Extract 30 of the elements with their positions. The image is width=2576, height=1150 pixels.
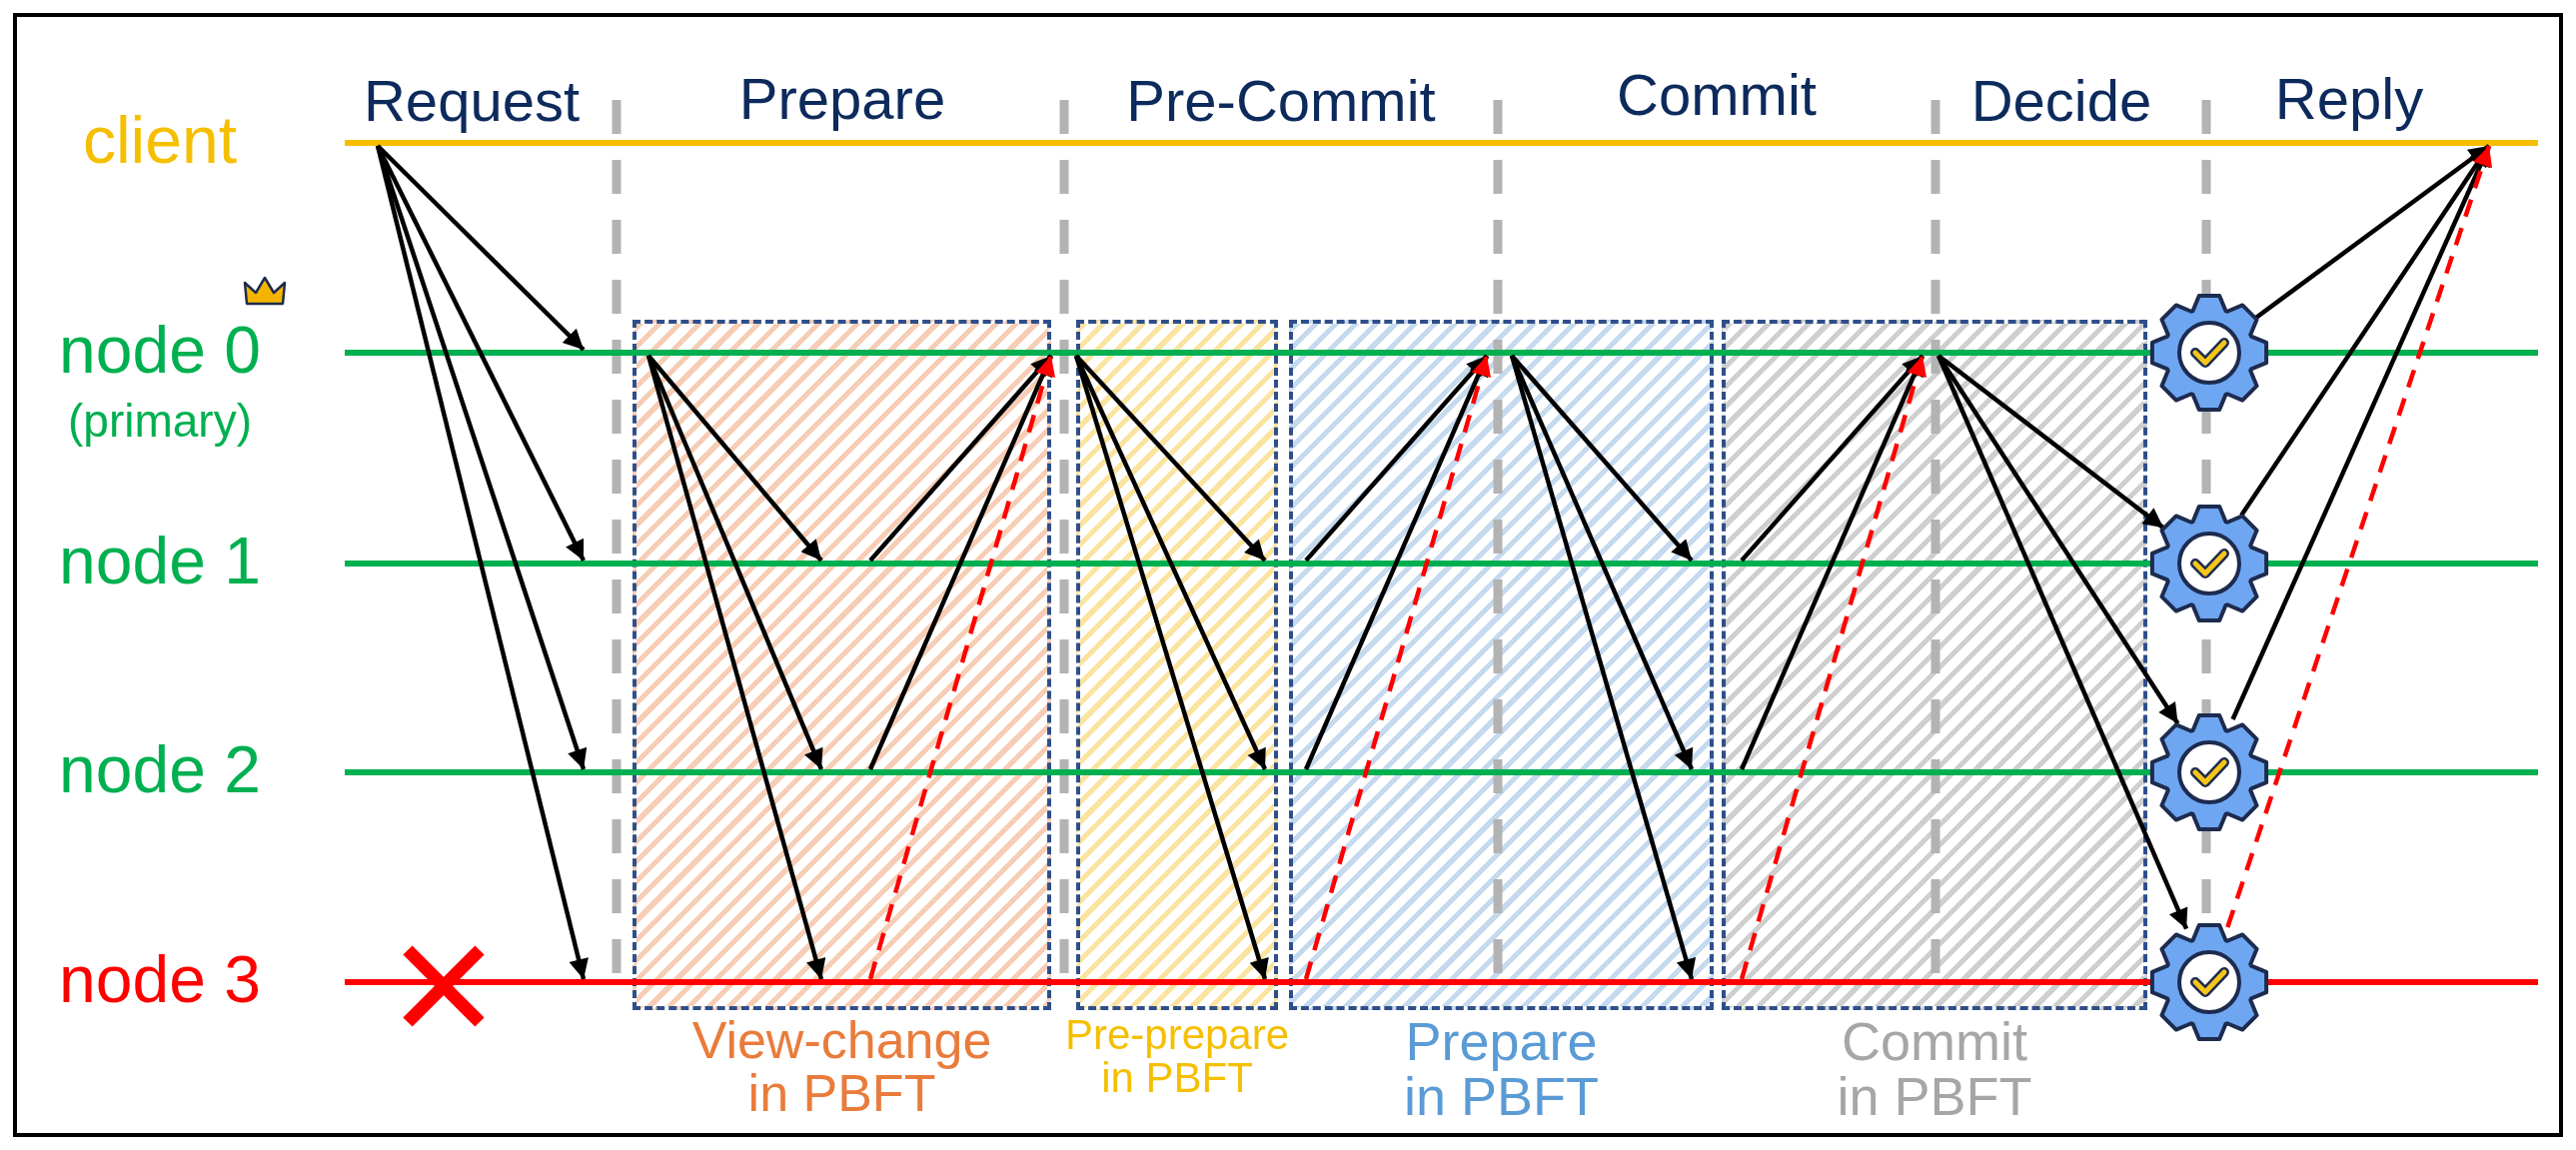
arrow: [1935, 355, 2189, 930]
arrow: [867, 355, 1054, 770]
phase-heading: Prepare: [738, 64, 946, 132]
arrow: [1303, 355, 1490, 770]
phase-caption: Pre-prepare in PBFT: [1063, 1014, 1291, 1100]
phase-caption: Prepare in PBFT: [1402, 1014, 1600, 1125]
arrow: [2230, 145, 2492, 720]
lifeline-label: node 0: [58, 316, 262, 383]
arrow: [1739, 355, 1926, 770]
arrow: [2254, 144, 2491, 320]
lifeline-label: client: [81, 106, 239, 173]
phase-heading: Decide: [1970, 66, 2152, 134]
lifeline-label: node 1: [58, 527, 262, 593]
arrow: [376, 144, 586, 352]
phase-caption: View-change in PBFT: [690, 1014, 993, 1121]
phase-caption: Commit in PBFT: [1836, 1014, 2033, 1125]
lifeline-label: node 2: [58, 735, 262, 802]
dashed-arrow: [1303, 355, 1492, 980]
dashed-arrow: [867, 355, 1056, 980]
lifeline-label: node 3: [58, 945, 262, 1012]
arrow: [1936, 354, 2165, 531]
phase-heading: Pre-Commit: [1126, 66, 1436, 134]
arrow: [375, 145, 589, 980]
arrow: [1509, 355, 1697, 980]
dashed-arrow: [1739, 355, 1928, 980]
phase-heading: Reply: [2274, 64, 2424, 132]
phase-heading: Request: [364, 66, 580, 134]
arrow: [645, 355, 826, 980]
dashed-arrow: [2225, 145, 2493, 928]
phase-heading: Commit: [1617, 60, 1817, 128]
